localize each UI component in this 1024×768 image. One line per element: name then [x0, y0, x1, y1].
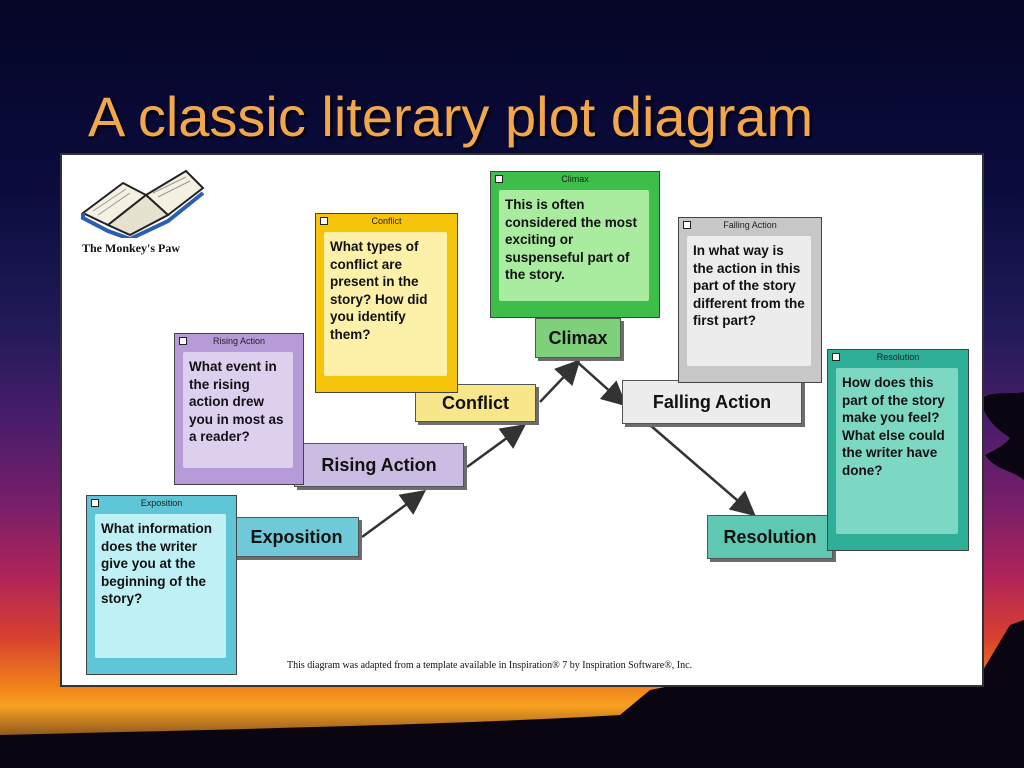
stage-conflict: Conflict — [415, 384, 536, 422]
arrow-exposition-to-rising — [361, 490, 427, 539]
arrow-falling-to-resolution — [649, 424, 756, 517]
arrow-climax-to-falling — [574, 359, 627, 407]
stage-rising-action-label: Rising Action — [321, 454, 437, 475]
note-conflict-header: Conflict — [316, 214, 457, 228]
stage-climax: Climax — [535, 318, 621, 358]
note-exposition-text: What information does the writer give yo… — [95, 514, 226, 658]
stage-falling-action: Falling Action — [622, 380, 802, 424]
stage-conflict-label: Conflict — [442, 392, 509, 413]
note-rising-action-text: What event in the rising action drew you… — [183, 352, 293, 468]
note-rising-action: Rising Action What event in the rising a… — [174, 333, 304, 485]
stage-rising-action: Rising Action — [294, 443, 464, 487]
diagram-arrows — [361, 359, 756, 539]
note-conflict-text: What types of conflict are present in th… — [324, 232, 447, 376]
note-resolution-text: How does this part of the story make you… — [836, 368, 958, 534]
note-exposition-header: Exposition — [87, 496, 236, 510]
slide-title: A classic literary plot diagram — [88, 85, 814, 148]
note-climax: Climax This is often considered the most… — [490, 171, 660, 318]
note-climax-header: Climax — [491, 172, 659, 186]
note-falling-action: Falling Action In what way is the action… — [678, 217, 822, 383]
stage-resolution-label: Resolution — [723, 526, 817, 547]
note-falling-action-text: In what way is the action in this part o… — [687, 236, 811, 366]
note-rising-action-header: Rising Action — [175, 334, 303, 348]
open-book-icon — [81, 169, 205, 238]
note-resolution: Resolution How does this part of the sto… — [827, 349, 969, 551]
stage-resolution: Resolution — [707, 515, 833, 559]
note-falling-action-header: Falling Action — [679, 218, 821, 232]
stage-falling-action-label: Falling Action — [652, 391, 772, 412]
note-resolution-header: Resolution — [828, 350, 968, 364]
arrow-rising-to-conflict — [466, 424, 527, 469]
stage-exposition-label: Exposition — [250, 526, 343, 547]
story-title-label: The Monkey's Paw — [82, 241, 181, 255]
arrow-conflict-to-climax — [539, 359, 581, 403]
note-conflict: Conflict What types of conflict are pres… — [315, 213, 458, 393]
source-caption: This diagram was adapted from a template… — [287, 660, 693, 671]
note-climax-text: This is often considered the most exciti… — [499, 190, 649, 301]
plot-diagram-panel: The Monkey's Paw Exposition Rising Actio… — [60, 153, 984, 687]
stage-climax-label: Climax — [548, 327, 608, 348]
note-exposition: Exposition What information does the wri… — [86, 495, 237, 675]
stage-exposition: Exposition — [234, 517, 359, 557]
